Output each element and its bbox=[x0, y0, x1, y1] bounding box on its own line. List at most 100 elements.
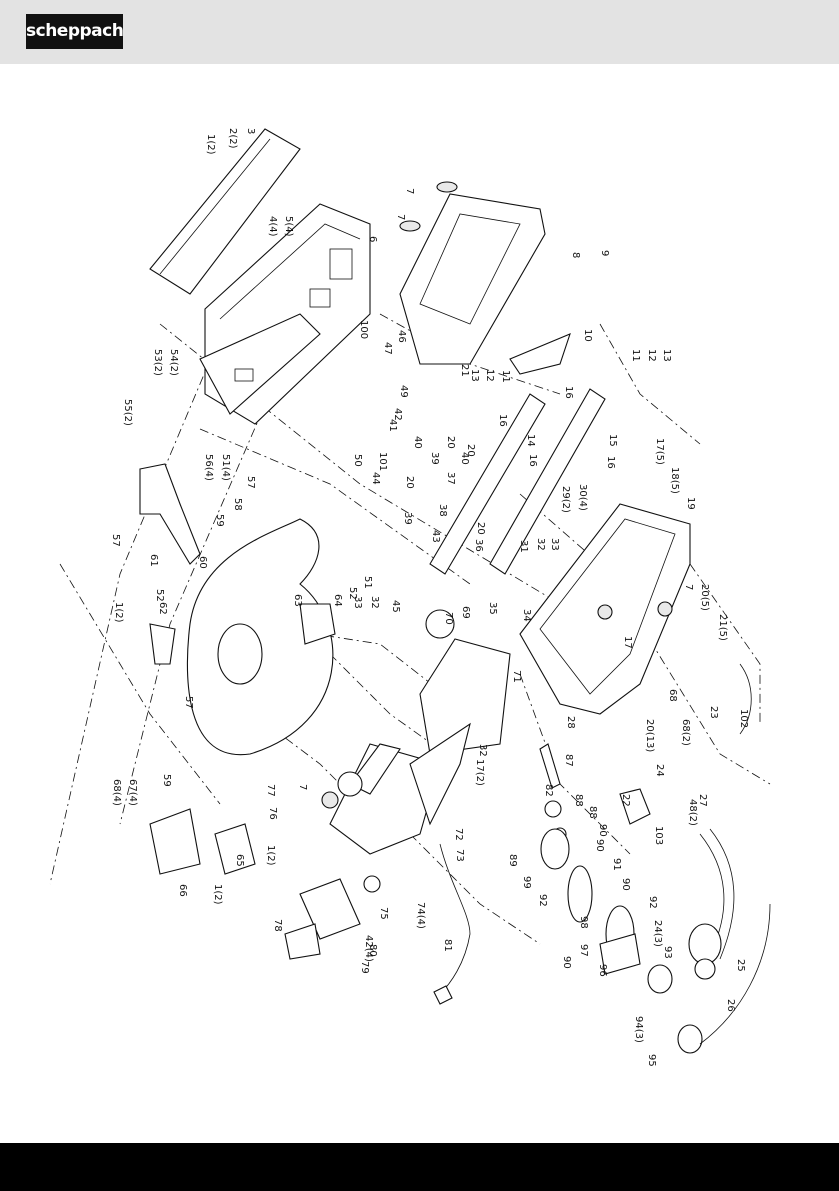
part-label: 88 bbox=[587, 806, 598, 819]
part-label: 57 bbox=[245, 476, 256, 489]
part-label: 24(3) bbox=[652, 920, 663, 947]
part-label: 92 bbox=[647, 896, 658, 909]
part-label: 15 bbox=[607, 434, 618, 447]
part-label: 6 bbox=[367, 236, 378, 242]
upper-arm bbox=[399, 181, 546, 365]
part-label: 34 bbox=[521, 609, 532, 622]
part-label: 98 bbox=[578, 916, 589, 929]
drive-components bbox=[539, 743, 671, 990]
part-label: 5(4) bbox=[283, 216, 294, 237]
part-label: 42(4) bbox=[363, 935, 374, 962]
part-label: 22 bbox=[620, 794, 631, 807]
part-label: 33 bbox=[549, 538, 560, 551]
part-label: 41 bbox=[387, 419, 398, 432]
part-label: 8 bbox=[570, 252, 581, 258]
part-label: 18(5) bbox=[669, 467, 680, 494]
part-label: 53(2) bbox=[152, 349, 163, 376]
part-label: 38 bbox=[437, 504, 448, 517]
part-label: 37 bbox=[445, 472, 456, 485]
part-label: 43 bbox=[430, 530, 441, 543]
part-label: 44 bbox=[370, 472, 381, 485]
part-label: 36 bbox=[473, 539, 484, 552]
part-label: 65 bbox=[234, 854, 245, 867]
part-label: 28 bbox=[565, 716, 576, 729]
table-disc bbox=[186, 518, 336, 756]
part-label: 57 bbox=[110, 534, 121, 547]
base-plate bbox=[199, 203, 371, 425]
dust-hose bbox=[647, 663, 771, 1054]
part-label: 51 bbox=[362, 576, 373, 589]
part-label: 88 bbox=[573, 794, 584, 807]
part-label: 17 bbox=[622, 636, 633, 649]
part-label: 57 bbox=[183, 696, 194, 709]
page-header: scheppach bbox=[0, 0, 839, 64]
part-label: 89 bbox=[507, 854, 518, 867]
part-label: 94(3) bbox=[633, 1016, 644, 1043]
part-label: 54(2) bbox=[168, 349, 179, 376]
part-label: 90 bbox=[620, 878, 631, 891]
part-label: 56(4) bbox=[203, 454, 214, 481]
part-label: 16 bbox=[497, 414, 508, 427]
part-label: 2(2) bbox=[227, 128, 238, 149]
exploded-parts-diagram: 1(2) 2(2) 3 4(4) 5(4) 6 7 7 8 9 10 11 11… bbox=[0, 64, 839, 1143]
part-label: 95 bbox=[646, 1054, 657, 1067]
part-label: 69 bbox=[460, 606, 471, 619]
page-footer bbox=[0, 1143, 839, 1191]
part-label: 7 bbox=[297, 784, 308, 790]
part-label: 40 bbox=[412, 436, 423, 449]
part-label: 81 bbox=[442, 939, 453, 952]
part-label: 97 bbox=[578, 944, 589, 957]
part-label: 72 bbox=[453, 828, 464, 841]
part-label: 90 bbox=[561, 956, 572, 969]
part-label: 13 bbox=[469, 369, 480, 382]
part-label: 68(2) bbox=[680, 719, 691, 746]
bracket bbox=[139, 463, 201, 665]
part-label: 20 bbox=[404, 476, 415, 489]
part-label: 77 bbox=[265, 784, 276, 797]
part-label: 27 bbox=[697, 794, 708, 807]
part-label: 20(13) bbox=[644, 719, 655, 752]
electrical-parts bbox=[149, 808, 471, 1005]
part-label: 40 bbox=[459, 452, 470, 465]
part-label: 1(2) bbox=[113, 602, 124, 623]
part-label: 24 bbox=[654, 764, 665, 777]
part-label: 90 bbox=[594, 839, 605, 852]
part-label: 70 bbox=[443, 612, 454, 625]
part-label: 13 bbox=[661, 349, 672, 362]
part-label: 21 bbox=[459, 364, 470, 377]
part-label: 1(2) bbox=[265, 845, 276, 866]
part-label: 47 bbox=[382, 342, 393, 355]
main-frame bbox=[519, 503, 691, 715]
part-label: 17(2) bbox=[474, 759, 485, 786]
part-label: 55(2) bbox=[122, 399, 133, 426]
part-label: 50 bbox=[352, 454, 363, 467]
part-label: 26 bbox=[725, 999, 736, 1012]
part-label: 75 bbox=[378, 907, 389, 920]
part-label: 11 bbox=[630, 349, 641, 362]
part-label: 59 bbox=[161, 774, 172, 787]
part-label: 63 bbox=[292, 594, 303, 607]
part-label: 35 bbox=[487, 602, 498, 615]
part-label: 46 bbox=[396, 330, 407, 343]
part-label: 3 bbox=[245, 128, 256, 134]
part-label: 93 bbox=[662, 946, 673, 959]
part-label: 49 bbox=[398, 385, 409, 398]
guide-rails bbox=[429, 333, 606, 575]
part-label: 80 bbox=[367, 944, 378, 957]
part-label: 66 bbox=[177, 884, 188, 897]
motor-assembly bbox=[321, 609, 511, 855]
part-label: 64 bbox=[332, 594, 343, 607]
part-label: 20 bbox=[475, 522, 486, 535]
part-label: 87 bbox=[563, 754, 574, 767]
part-label: 16 bbox=[527, 454, 538, 467]
part-label: 12 bbox=[646, 349, 657, 362]
part-label: 21(5) bbox=[717, 614, 728, 641]
part-label: 96 bbox=[597, 964, 608, 977]
part-label: 103 bbox=[653, 826, 664, 845]
part-label: 9 bbox=[599, 250, 610, 256]
part-label: 33 bbox=[352, 596, 363, 609]
part-label: 45 bbox=[390, 600, 401, 613]
parts-drawing: 1(2) 2(2) 3 4(4) 5(4) 6 7 7 8 9 10 11 11… bbox=[49, 128, 771, 1067]
part-label: 59 bbox=[214, 514, 225, 527]
part-label: 68 bbox=[667, 689, 678, 702]
